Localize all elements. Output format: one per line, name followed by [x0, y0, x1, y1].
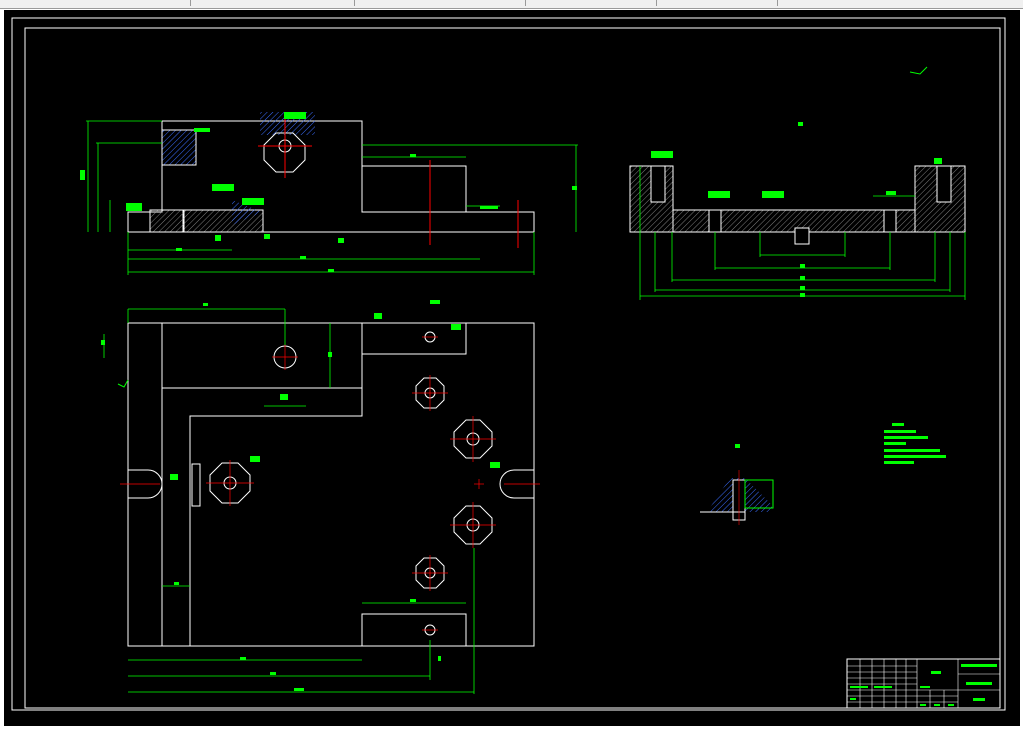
- tab-segment[interactable]: [355, 0, 526, 6]
- technical-notes: [884, 423, 946, 464]
- tab-segment[interactable]: [526, 0, 657, 6]
- plan-holes: [209, 331, 493, 636]
- side-view: [629, 66, 966, 300]
- hatched-base: [672, 209, 916, 233]
- tab-segment[interactable]: [0, 0, 191, 6]
- tab-segment[interactable]: [657, 0, 778, 6]
- front-view: [80, 112, 578, 275]
- detail-view: [700, 444, 774, 525]
- window-title-bar: [0, 0, 1023, 9]
- plan-view: [101, 300, 540, 694]
- title-block: [846, 658, 1001, 709]
- octagon-hole: [263, 132, 306, 173]
- tab-segment[interactable]: [191, 0, 355, 6]
- inner-border: [24, 27, 1001, 709]
- cad-canvas[interactable]: [4, 10, 1020, 726]
- drawing-sheet: [11, 17, 1006, 711]
- outer-border: [11, 17, 1006, 711]
